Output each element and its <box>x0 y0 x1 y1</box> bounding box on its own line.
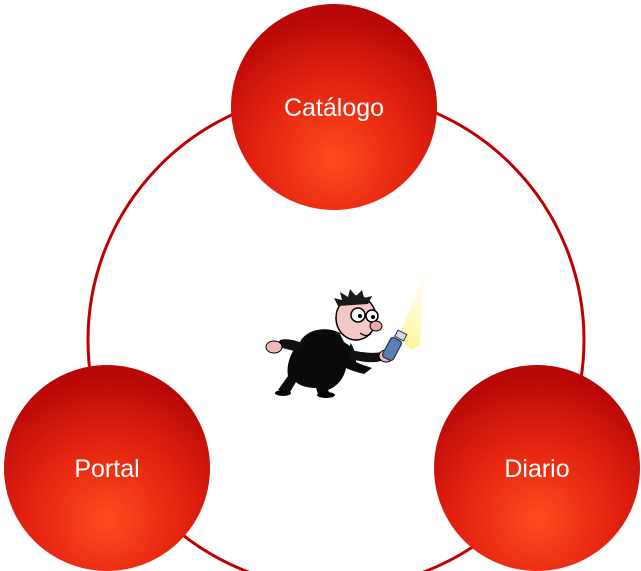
detective-front-arm <box>348 350 384 363</box>
node-diario-circle <box>434 365 640 571</box>
detective-back-hand <box>265 340 283 354</box>
node-catalogo-circle <box>231 4 437 210</box>
detective-pupil-left <box>358 314 362 318</box>
flashlight-icon <box>381 329 408 362</box>
detective-foot-front <box>317 392 335 398</box>
node-portal-circle <box>4 365 210 571</box>
detective-back-arm <box>276 339 304 352</box>
flashlight-beam <box>398 272 425 350</box>
node-catalogo[interactable]: Catálogo <box>231 4 437 210</box>
detective-mouth <box>359 332 372 336</box>
node-diario-label: Diario <box>504 455 569 483</box>
detective-nose <box>369 320 383 332</box>
detective-hair <box>334 289 372 306</box>
node-portal[interactable]: Portal <box>4 365 210 571</box>
node-portal-label: Portal <box>74 455 139 483</box>
detective-foot-back <box>275 390 291 396</box>
detective-with-flashlight-icon <box>265 272 425 398</box>
node-diario[interactable]: Diario <box>434 365 640 571</box>
node-catalogo-label: Catálogo <box>284 94 384 122</box>
detective-glasses-left <box>350 307 366 323</box>
detective-pupil-right <box>371 315 375 319</box>
